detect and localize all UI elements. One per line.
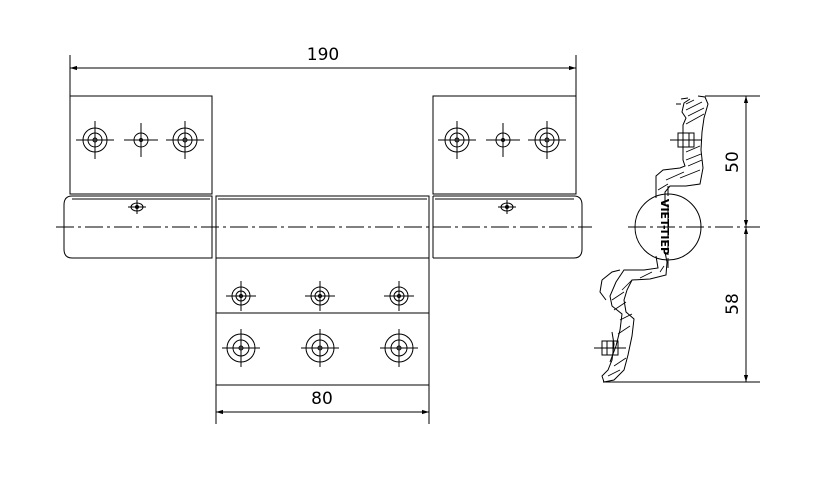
left-leaf-hole-2 <box>124 123 158 157</box>
side-profile-hatching <box>607 99 705 377</box>
dimension-label-80: 80 <box>311 389 333 409</box>
center-leaf-large-hole-1 <box>222 329 260 367</box>
center-leaf-small-hole-1 <box>226 281 256 311</box>
right-leaf-hole-3 <box>528 121 566 159</box>
left-leaf-hole-3 <box>166 121 204 159</box>
brand-mark: VIET-TIEP <box>658 199 671 255</box>
center-leaf-plate <box>215 257 430 386</box>
center-leaf-large-hole-3 <box>380 329 418 367</box>
center-leaf-small-hole-3 <box>384 281 414 311</box>
dimension-label-190: 190 <box>307 45 339 65</box>
right-leaf-hole-1 <box>438 121 476 159</box>
side-profile <box>594 95 709 383</box>
right-leaf-plate <box>432 95 577 195</box>
center-leaf-small-hole-2 <box>305 281 335 311</box>
dimension-side-heights <box>603 95 760 383</box>
left-leaf-plate <box>69 95 213 195</box>
left-set-screw <box>128 200 146 214</box>
right-leaf-hole-2 <box>486 123 520 157</box>
center-leaf-large-hole-2 <box>301 329 339 367</box>
dimension-label-58: 58 <box>723 293 743 315</box>
right-set-screw <box>498 200 516 214</box>
dimension-center-width <box>215 385 430 424</box>
left-leaf-hole-1 <box>76 121 114 159</box>
dimension-label-50: 50 <box>723 151 743 173</box>
dimension-overall-width <box>69 55 577 96</box>
